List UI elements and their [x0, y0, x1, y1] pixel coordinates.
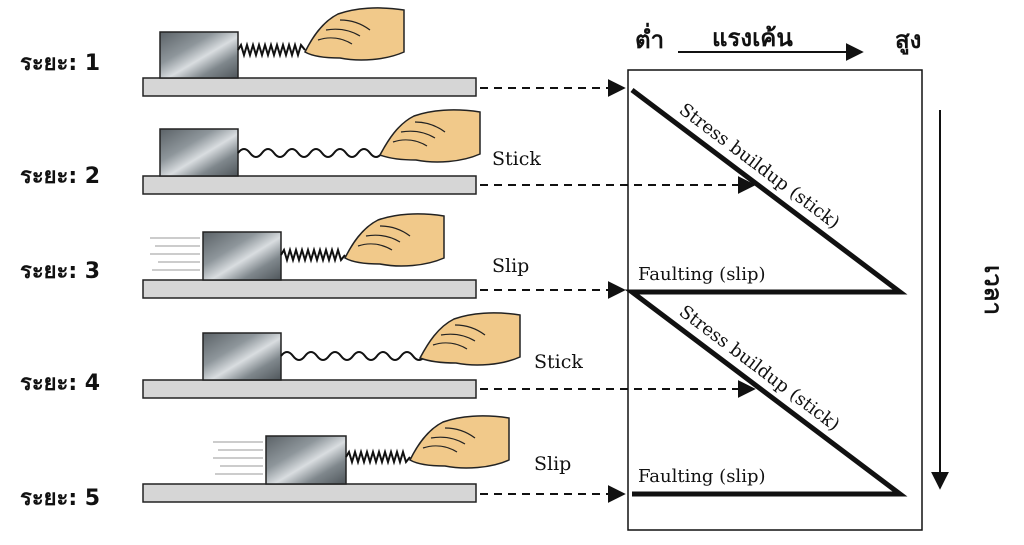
spring: [280, 246, 346, 264]
spring: [345, 448, 411, 466]
hand-icon: [304, 7, 405, 61]
hand-icon: [418, 312, 521, 366]
stress-sawtooth-line: [624, 88, 908, 497]
motion-lines: [213, 441, 263, 475]
platform: [142, 379, 477, 399]
phase-label-stick-4: Stick: [534, 351, 583, 373]
phase-label-slip-3: Slip: [492, 255, 529, 277]
stage-4-illustration: [142, 312, 521, 399]
platform: [142, 77, 477, 97]
stress-low-label: ต่ำ: [635, 22, 664, 54]
hand-icon: [409, 415, 510, 469]
platform: [142, 175, 477, 195]
block: [202, 332, 282, 381]
stress-buildup-label-2: Stress buildup (stick): [675, 301, 844, 435]
block: [202, 231, 282, 281]
stage-label-5: ระยะ: 5: [20, 486, 100, 511]
stress-buildup-label-1: Stress buildup (stick): [675, 99, 844, 233]
spring: [237, 41, 306, 59]
stage-label-3: ระยะ: 3: [20, 259, 100, 284]
hand-icon: [344, 213, 445, 267]
faulting-label-2: Faulting (slip): [638, 466, 766, 487]
hand-icon: [378, 109, 481, 163]
stage-label-1: ระยะ: 1: [20, 51, 100, 76]
phase-label-stick-2: Stick: [492, 148, 541, 170]
platform: [142, 279, 477, 299]
faulting-label-1: Faulting (slip): [638, 264, 766, 285]
phase-label-slip-5: Slip: [534, 453, 571, 475]
spring: [237, 148, 409, 158]
time-axis-label: เวลา: [979, 265, 1007, 315]
stage-label-2: ระยะ: 2: [20, 164, 100, 189]
stress-axis-label: แรงเค้น: [712, 24, 793, 52]
platform: [142, 483, 477, 503]
stage-label-4: ระยะ: 4: [20, 371, 100, 396]
stage-1-illustration: [142, 7, 477, 97]
stress-high-label: สูง: [895, 26, 921, 55]
dashed-arrows: [480, 79, 756, 503]
motion-lines: [150, 237, 200, 271]
block: [159, 128, 239, 177]
block: [265, 435, 347, 485]
stage-3-illustration: [142, 213, 477, 299]
block: [159, 31, 239, 79]
stage-5-illustration: [142, 415, 510, 503]
spring: [280, 351, 440, 361]
stage-2-illustration: [142, 109, 481, 195]
graph-frame: [627, 69, 923, 531]
